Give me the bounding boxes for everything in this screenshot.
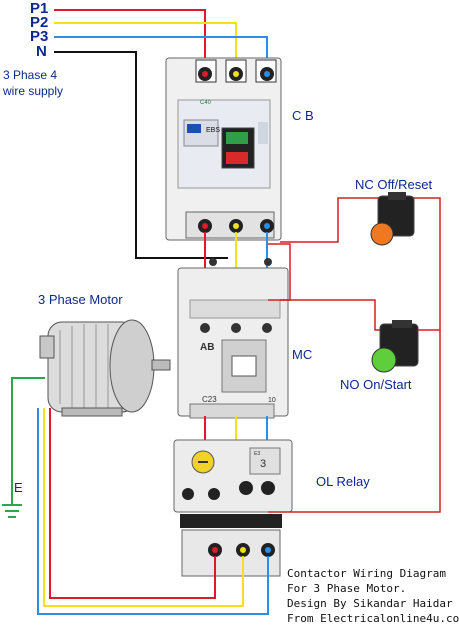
circuit-breaker: EBS C40: [165, 57, 282, 241]
contactor: AB C23 10: [177, 258, 289, 419]
label-earth: E: [14, 480, 23, 495]
supply-wires: [54, 9, 268, 259]
earth-ground: [2, 377, 45, 518]
contactor-brand-text: AB: [200, 342, 214, 353]
credit-line3: Design By Sikandar Haidar: [287, 597, 453, 610]
label-p2: P2: [30, 14, 49, 31]
label-supply-line1: 3 Phase 4: [3, 68, 58, 82]
label-supply-line2: wire supply: [3, 84, 64, 98]
contactor-code-text: 10: [268, 397, 276, 404]
credit-line4: From Electricalonline4u.com: [287, 612, 459, 625]
motor: [39, 319, 171, 417]
p1-wire: [54, 9, 206, 68]
credit-line2: For 3 Phase Motor.: [287, 582, 407, 595]
p2-wire: [54, 22, 237, 68]
label-p1: P1: [30, 0, 49, 17]
cb-brand-text: EBS: [206, 127, 220, 134]
label-no-on-start: NO On/Start: [340, 377, 412, 392]
neutral-wire: [54, 51, 228, 259]
relay-number-text: 3: [260, 458, 266, 470]
contactor-model-text: C23: [202, 395, 217, 404]
relay-model-text: E3: [254, 451, 260, 457]
no-on-start-button: [371, 320, 419, 373]
motor-wires: [37, 408, 269, 615]
nc-off-reset-button: [370, 192, 415, 246]
label-cb: C B: [292, 108, 314, 123]
overload-relay: E3 3: [173, 439, 293, 577]
label-mc: MC: [292, 347, 313, 362]
label-ol-relay: OL Relay: [316, 474, 370, 489]
label-n: N: [36, 43, 47, 60]
control-wires: [268, 197, 441, 513]
label-motor: 3 Phase Motor: [38, 292, 123, 307]
label-nc-off-reset: NC Off/Reset: [355, 177, 433, 192]
cb-rating-text: C40: [200, 100, 212, 106]
label-p3: P3: [30, 28, 49, 45]
credit-line1: Contactor Wiring Diagram: [287, 567, 446, 580]
